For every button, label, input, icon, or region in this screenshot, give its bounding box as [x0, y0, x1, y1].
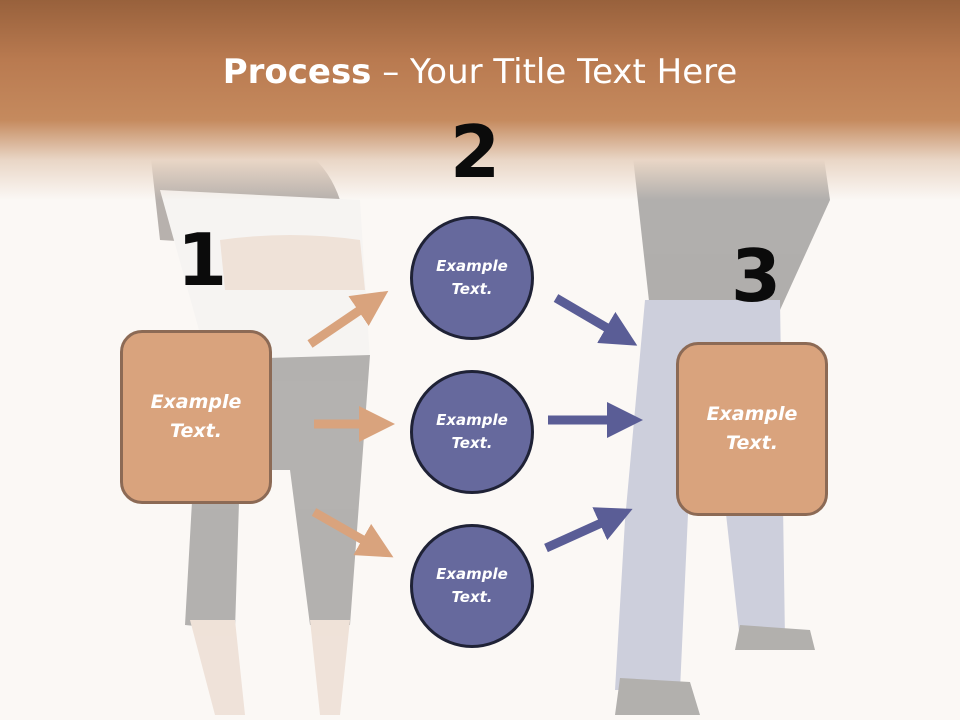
start-box-line2: Text.	[170, 420, 222, 442]
circle-middle-line2: Text.	[451, 434, 493, 452]
step-number-2: 2	[450, 110, 501, 194]
woman-top	[160, 190, 370, 370]
title-band	[0, 0, 960, 200]
circle-top-line1: Example	[436, 257, 508, 275]
woman-arm	[220, 235, 365, 290]
arrow-bottom-to-right	[544, 507, 633, 553]
arrow-left-to-top	[307, 290, 389, 348]
step-number-1: 1	[177, 218, 228, 302]
title-bold: Process	[222, 52, 372, 92]
title-rest: – Your Title Text Here	[371, 52, 738, 92]
slide-title: Process – Your Title Text Here	[0, 52, 960, 92]
step-number-3: 3	[731, 234, 782, 318]
circle-top-line2: Text.	[451, 280, 493, 298]
end-box-line2: Text.	[726, 432, 778, 454]
arrow-left-to-bottom	[311, 508, 394, 558]
start-box-line1: Example	[150, 391, 242, 413]
end-box-line1: Example	[706, 403, 798, 425]
woman-legs	[190, 620, 350, 715]
arrow-top-to-right	[553, 294, 638, 346]
circle-bottom-line1: Example	[436, 565, 508, 583]
circle-middle-line1: Example	[436, 411, 508, 429]
man-shoes	[615, 625, 815, 715]
circle-bottom-line2: Text.	[451, 588, 493, 606]
